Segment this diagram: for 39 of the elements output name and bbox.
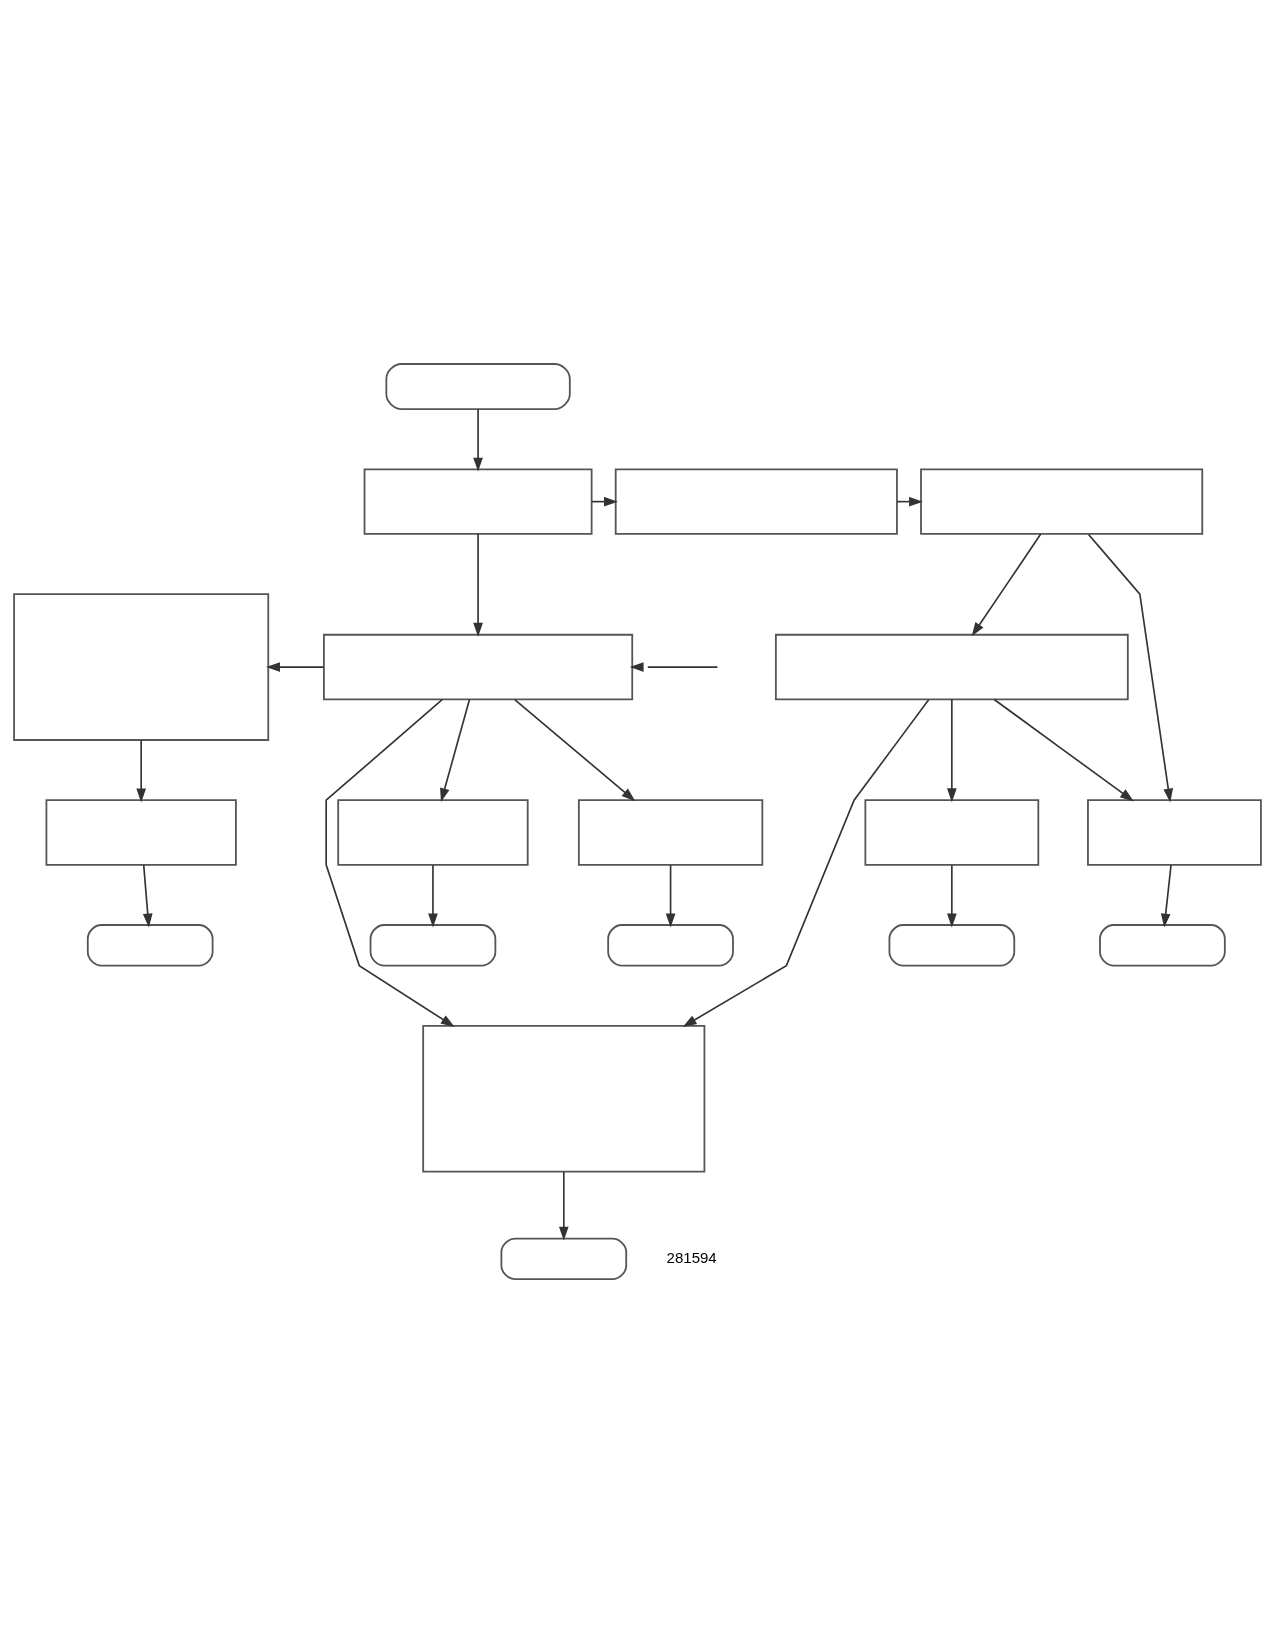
node-pill (369, 924, 497, 967)
arrow (473, 533, 483, 637)
node-pill (385, 363, 571, 411)
arrow (325, 698, 455, 1027)
arrow (665, 864, 676, 928)
arrow (473, 408, 483, 472)
node-box (577, 799, 764, 866)
arrow (682, 698, 930, 1027)
arrow (993, 698, 1134, 802)
node-box (363, 468, 593, 535)
node-box (13, 593, 270, 741)
arrow (947, 864, 957, 928)
arrow (513, 698, 636, 802)
node-box (920, 468, 1204, 535)
arrow (136, 739, 147, 803)
node-pill (1099, 924, 1226, 967)
arrow (629, 662, 719, 672)
label: 281594 (666, 1248, 717, 1266)
node-box (614, 468, 898, 535)
node-pill (86, 924, 214, 967)
node-box (864, 799, 1040, 866)
node-pill (500, 1237, 628, 1281)
node-pill (888, 924, 1016, 967)
arrow (428, 864, 438, 928)
node-box (45, 799, 237, 866)
arrow (440, 698, 471, 803)
arrow (266, 662, 325, 672)
node-box (422, 1024, 706, 1173)
node-box (774, 633, 1129, 701)
node-box (337, 799, 529, 866)
arrow (1160, 864, 1172, 928)
arrow (142, 864, 153, 928)
node-pill (607, 924, 734, 967)
arrow (558, 1171, 569, 1241)
arrow (971, 533, 1042, 637)
arrow (947, 698, 957, 803)
node-box (323, 633, 634, 701)
node-box (1087, 799, 1262, 866)
arrow (1087, 533, 1174, 803)
